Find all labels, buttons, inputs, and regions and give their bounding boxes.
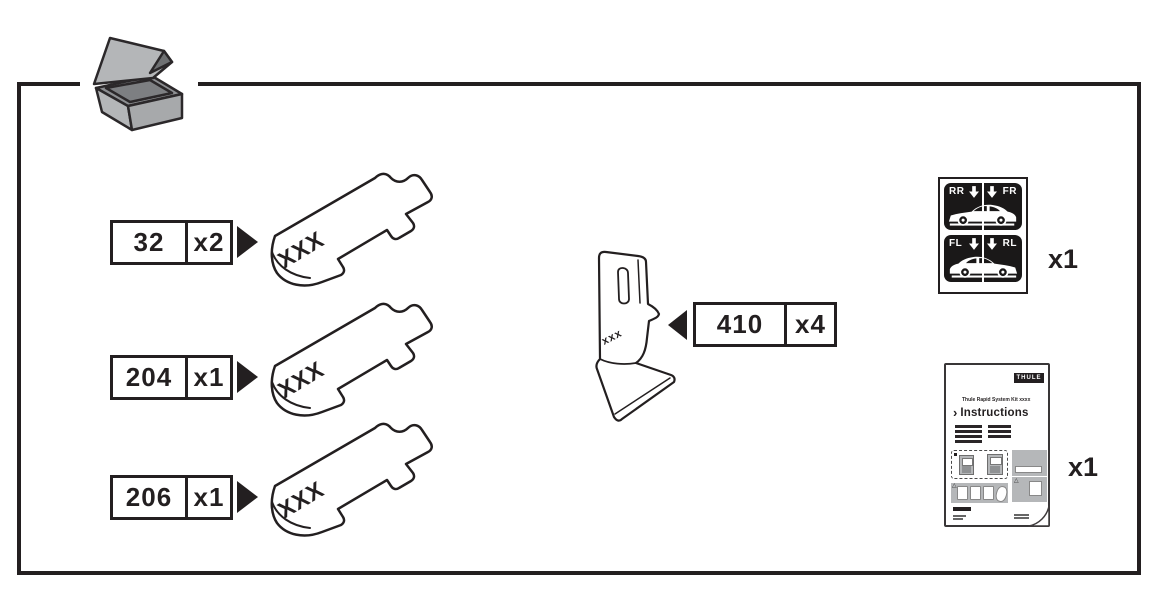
pad-part-206: XXX <box>270 422 433 537</box>
part-quantity: x2 <box>185 223 230 262</box>
sticker-label-rl: RL <box>1002 238 1017 249</box>
manual-fine-print <box>1014 517 1029 519</box>
manual-figure-gray-1 <box>1012 450 1047 476</box>
sticker-label-rr: RR <box>949 186 965 197</box>
part-label-4: 410 x4 <box>693 302 837 347</box>
pad-part-204: XXX <box>270 302 433 417</box>
down-arrows-icon <box>944 186 1022 198</box>
bracket-part-410: xxx <box>595 250 676 422</box>
placement-sticker: RR FR FL RL <box>938 177 1028 294</box>
part-quantity: x1 <box>185 358 230 397</box>
manual-fine-print <box>953 515 966 517</box>
instruction-manual: THULE Thule Rapid System Kit xxxx › Inst… <box>944 363 1050 527</box>
manual-divider-bar <box>953 507 971 511</box>
pad-part-32: XXX <box>270 172 433 287</box>
manual-figure-gray-3: △ <box>1012 477 1047 502</box>
part-number: 32 <box>133 227 165 257</box>
manual-title-text: Instructions <box>960 406 1029 419</box>
pointer-right-icon <box>237 481 258 513</box>
manual-title: › Instructions <box>953 406 1029 419</box>
sticker-label-fr: FR <box>1002 186 1017 197</box>
manual-figure-gray-2: △ <box>951 483 1009 504</box>
pointer-right-icon <box>237 361 258 393</box>
part-number: 204 <box>125 362 173 392</box>
down-arrows-icon <box>944 238 1022 250</box>
text-lines-icon <box>988 425 1011 440</box>
part-label-2: 204 x1 <box>110 355 233 400</box>
page-curl-icon <box>1028 505 1050 527</box>
open-box-icon <box>80 22 198 134</box>
sticker-cut-line <box>982 183 984 288</box>
part-quantity: x4 <box>784 305 834 344</box>
thule-logo: THULE <box>1014 373 1044 383</box>
manual-quantity: x1 <box>1068 452 1099 482</box>
manual-fine-print <box>1014 514 1029 516</box>
part-number: 410 <box>716 309 764 339</box>
part-number: 206 <box>125 482 173 512</box>
part-label-3: 206 x1 <box>110 475 233 520</box>
manual-subtitle: Thule Rapid System Kit xxxx <box>962 397 1031 403</box>
pointer-left-icon <box>668 310 687 340</box>
sticker-label-fl: FL <box>949 238 963 249</box>
part-quantity: x1 <box>185 478 230 517</box>
part-label-1: 32 x2 <box>110 220 233 265</box>
chevron-icon: › <box>953 405 958 420</box>
pointer-right-icon <box>237 226 258 258</box>
text-lines-icon <box>955 425 982 445</box>
manual-figure-dashed-box <box>951 450 1008 479</box>
manual-fine-print <box>953 518 963 520</box>
contents-frame <box>17 82 1141 575</box>
sticker-quantity: x1 <box>1048 244 1079 274</box>
